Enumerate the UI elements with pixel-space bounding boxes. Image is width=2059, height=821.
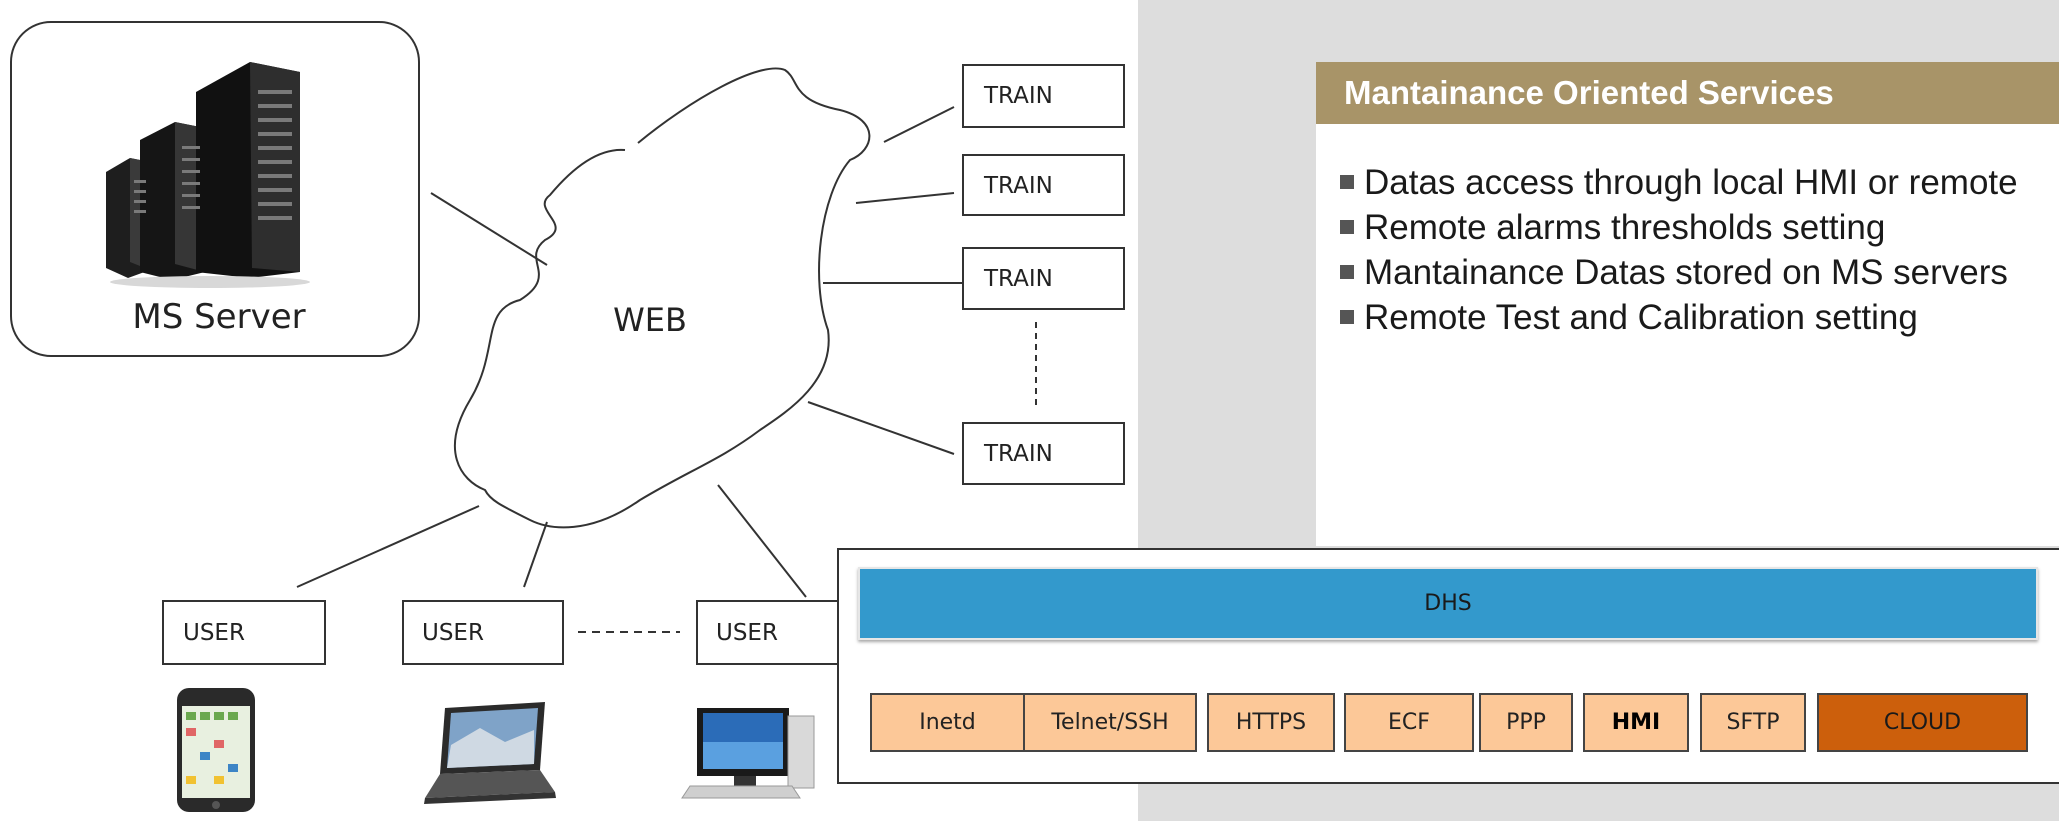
services-panel-title: Mantainance Oriented Services <box>1316 62 2059 124</box>
link-web-user-1 <box>296 505 480 588</box>
web-cloud <box>454 67 871 529</box>
user-label: USER <box>422 620 484 646</box>
link-web-train-1 <box>883 106 955 143</box>
protocol-ppp: PPP <box>1479 693 1573 752</box>
user-label: USER <box>716 620 778 646</box>
train-box: TRAIN <box>962 64 1125 128</box>
bullet-square-icon <box>1340 219 1354 234</box>
train-box: TRAIN <box>962 422 1125 485</box>
protocol-sftp: SFTP <box>1700 693 1806 752</box>
laptop-icon <box>424 702 556 804</box>
user-label: USER <box>183 620 245 646</box>
protocol-telnet-ssh: Telnet/SSH <box>1023 693 1197 752</box>
user-box: USER <box>696 600 840 665</box>
bullet-square-icon <box>1340 264 1354 279</box>
services-bullet: Mantainance Datas stored on MS servers <box>1336 250 2036 295</box>
server-rack-icon <box>106 62 310 288</box>
ms-server-label: MS Server <box>132 297 305 337</box>
protocol-cloud: CLOUD <box>1817 693 2028 752</box>
protocol-hmi: HMI <box>1583 693 1689 752</box>
link-web-user-3 <box>717 484 807 598</box>
train-label: TRAIN <box>983 173 1053 199</box>
protocol-ecf: ECF <box>1344 693 1474 752</box>
train-box: TRAIN <box>962 154 1125 216</box>
bullet-square-icon <box>1340 309 1354 324</box>
bullet-square-icon <box>1340 174 1354 189</box>
train-label: TRAIN <box>983 83 1053 109</box>
train-label: TRAIN <box>983 441 1053 467</box>
user-box: USER <box>402 600 564 665</box>
link-server-web <box>430 192 548 266</box>
services-bullet: Datas access through local HMI or remote <box>1336 160 2036 205</box>
train-label: TRAIN <box>983 266 1053 292</box>
link-web-train-4 <box>807 401 955 455</box>
dhs-bar: DHS <box>858 567 2038 640</box>
desktop-computer-icon <box>681 708 815 799</box>
smartphone-icon <box>177 688 255 812</box>
train-box: TRAIN <box>962 247 1125 310</box>
user-box: USER <box>162 600 326 665</box>
protocol-https: HTTPS <box>1207 693 1335 752</box>
services-bullet: Remote Test and Calibration setting <box>1336 295 2036 340</box>
link-web-user-2 <box>523 521 548 588</box>
services-bullet-list: Datas access through local HMI or remote… <box>1336 160 2036 340</box>
protocol-inetd: Inetd <box>870 693 1025 752</box>
services-panel <box>1316 62 2059 546</box>
web-cloud-label: WEB <box>613 301 687 339</box>
services-bullet: Remote alarms thresholds setting <box>1336 205 2036 250</box>
link-web-train-2 <box>855 192 955 204</box>
